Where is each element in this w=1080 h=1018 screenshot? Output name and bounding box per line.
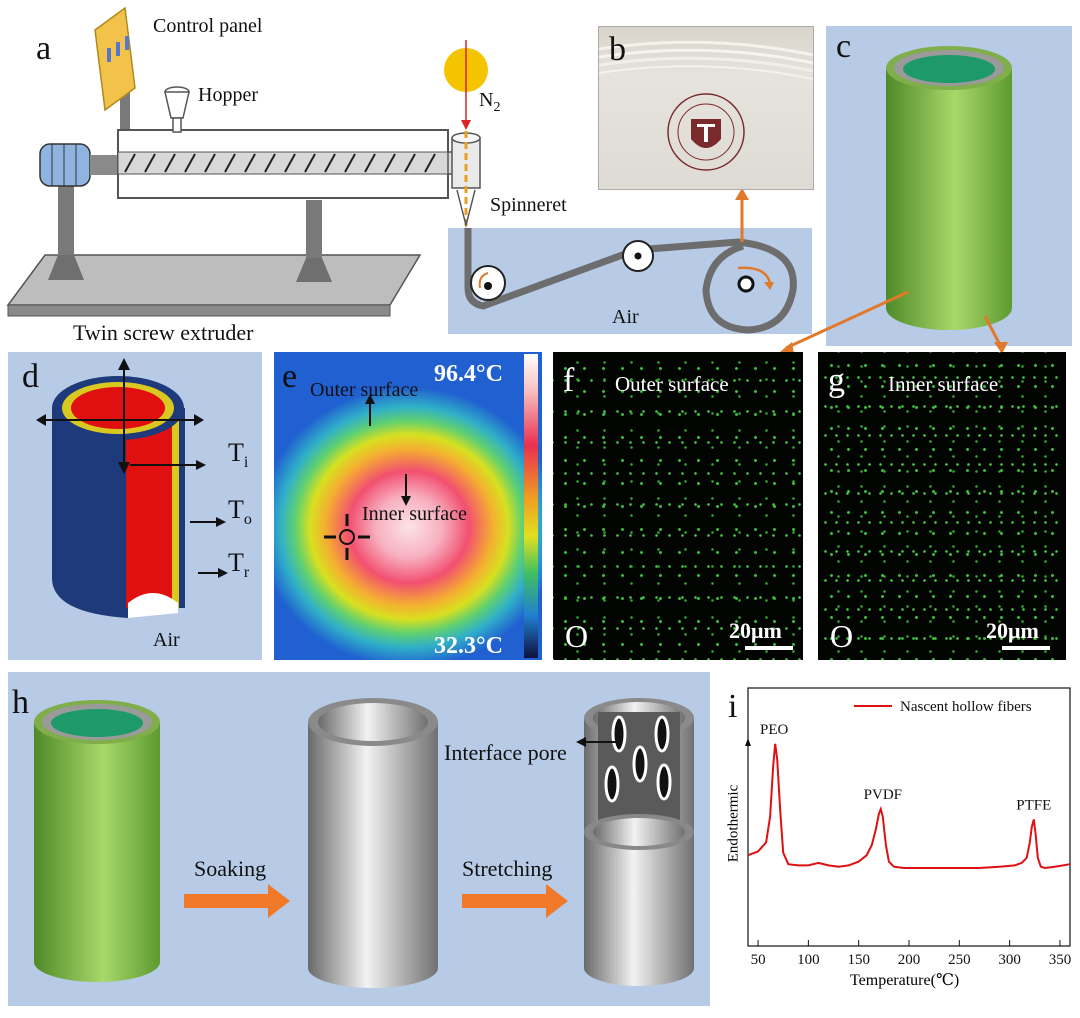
- plot-frame: [747, 687, 1071, 947]
- legend-label-0: Nascent hollow fibers: [900, 699, 1032, 715]
- scale-label-g: 20μm: [986, 618, 1039, 643]
- series-line-0: [747, 743, 1071, 870]
- temp-min-label: 32.3°C: [434, 633, 503, 659]
- x-tick-label-4: 250: [948, 952, 971, 968]
- peak-label-ptfe: PTFE: [1016, 797, 1051, 813]
- scale-label-f: 20μm: [729, 618, 782, 643]
- x-tick-label-6: 350: [1049, 952, 1072, 968]
- n2-base: N: [479, 89, 494, 111]
- interface-pore-label: Interface pore: [444, 740, 567, 765]
- soaking-label: Soaking: [194, 856, 267, 881]
- peak-label-peo: PEO: [760, 722, 789, 738]
- spinneret-label: Spinneret: [490, 194, 567, 216]
- temperature-arrows: [130, 460, 228, 578]
- hollow-fiber-3d: [886, 46, 1012, 330]
- inner-surface-title: Inner surface: [888, 372, 999, 396]
- panel-d-letter: d: [22, 358, 39, 395]
- tr-base: T: [228, 548, 244, 577]
- surface-arrows: [365, 394, 411, 506]
- x-tick-label-5: 300: [998, 952, 1021, 968]
- element-label-g: O: [830, 618, 854, 654]
- panel-h-letter: h: [12, 684, 29, 721]
- tr-subscript: r: [243, 564, 250, 582]
- temp-max-label: 96.4°C: [434, 361, 503, 387]
- n2-label: N2: [479, 90, 500, 115]
- x-axis-label: Temperature(℃): [850, 972, 960, 989]
- air-label-a: Air: [612, 306, 639, 328]
- ti-base: T: [228, 438, 244, 467]
- control-panel-label: Control panel: [153, 15, 263, 37]
- sem-outer-surface: f Outer surface O 20μm: [553, 352, 803, 660]
- panel-a-letter: a: [36, 30, 52, 67]
- hopper-label: Hopper: [198, 84, 258, 106]
- process-cylinders: [34, 698, 694, 988]
- ti-label: Ti: [228, 440, 248, 471]
- panel-e-letter: e: [282, 358, 298, 395]
- fiber-strands: [599, 40, 813, 171]
- sem-inner-surface: g Inner surface O 20μm: [818, 352, 1066, 660]
- air-label-d: Air: [153, 629, 180, 651]
- twin-screw-extruder-diagram: [6, 6, 488, 317]
- arrows-to-sem: [780, 290, 1008, 354]
- ti-subscript: i: [243, 454, 249, 472]
- dsc-chart: 50 100 150 200 250 300 350 Nascent hollow fiber…: [745, 687, 1072, 968]
- outer-surface-title: Outer surface: [615, 372, 729, 396]
- panel-b-letter: b: [609, 31, 626, 68]
- x-tick-label-2: 150: [847, 952, 870, 968]
- x-tick-label-1: 100: [797, 952, 820, 968]
- stretching-label: Stretching: [462, 856, 553, 881]
- tr-label: Tr: [228, 550, 249, 581]
- arrow-to-photo: [735, 188, 749, 242]
- panel-c-letter: c: [836, 28, 852, 65]
- element-label-f: O: [565, 618, 589, 654]
- twin-screw-extruder-caption: Twin screw extruder: [73, 320, 254, 345]
- thermal-colorbar: [524, 354, 538, 658]
- panel-i-letter: i: [728, 688, 738, 725]
- inner-surface-label-e: Inner surface: [362, 503, 467, 525]
- x-tick-label-0: 50: [751, 952, 766, 968]
- to-subscript: o: [243, 511, 252, 529]
- peak-label-pvdf: PVDF: [864, 787, 902, 803]
- to-base: T: [228, 495, 244, 524]
- to-label: To: [228, 497, 252, 528]
- thermal-image: e Outer surface Inner surface 96.4°C 32.…: [274, 352, 542, 660]
- panel-g-letter: g: [828, 362, 845, 399]
- n2-subscript: 2: [493, 100, 501, 115]
- fiber-photo: b: [598, 26, 814, 190]
- x-tick-label-3: 200: [898, 952, 921, 968]
- scale-bar-f: [745, 646, 793, 650]
- panel-f-letter: f: [563, 362, 575, 399]
- outer-surface-label-e: Outer surface: [310, 379, 419, 401]
- scale-bar-g: [1002, 646, 1050, 650]
- fiber-cross-section: [36, 358, 204, 618]
- thermal-crosshair: [324, 514, 370, 560]
- y-axis-label: Endothermic: [725, 784, 742, 863]
- winding-rollers: [464, 228, 797, 334]
